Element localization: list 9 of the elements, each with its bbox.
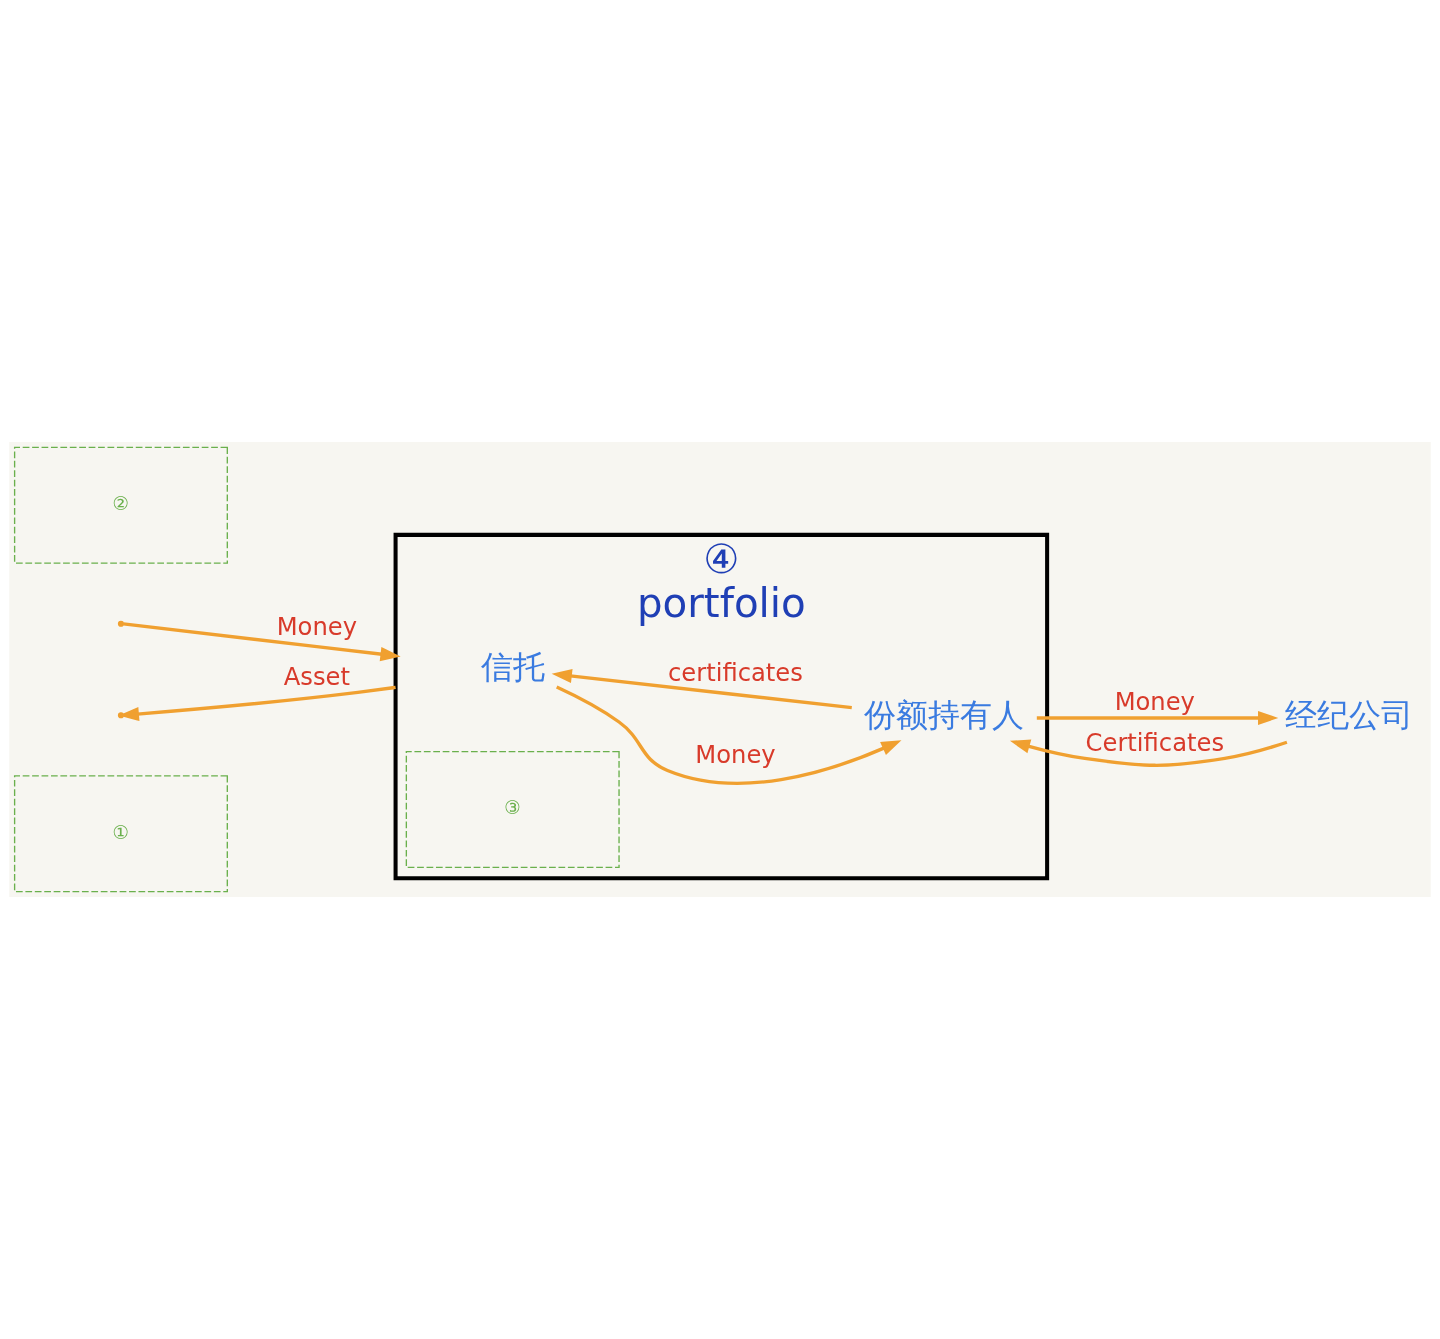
edge-label: certificates <box>668 658 803 687</box>
edge-label: Money <box>1114 688 1195 717</box>
edge-label: Money <box>276 613 357 642</box>
edge-label: Money <box>695 740 776 769</box>
node-text: 信托 <box>480 647 545 686</box>
node-text: 经纪公司 <box>1285 696 1414 735</box>
edge-label: Asset <box>283 662 350 691</box>
edge-label: Certificates <box>1085 728 1225 757</box>
node-text: 份额持有人 <box>864 696 1025 735</box>
